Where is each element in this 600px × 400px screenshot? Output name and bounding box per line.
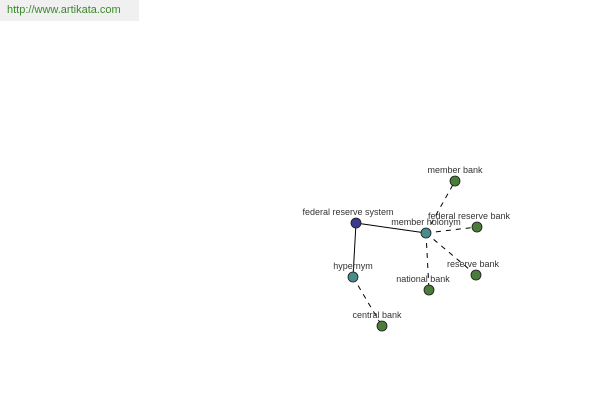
node-label-central-bank[interactable]: central bank — [352, 310, 402, 320]
node-national-bank[interactable] — [423, 284, 435, 296]
node-hypernym[interactable] — [347, 271, 359, 283]
node-label-federal-reserve-bank[interactable]: federal reserve bank — [428, 211, 511, 221]
node-member-holonym[interactable] — [420, 227, 432, 239]
node-label-national-bank[interactable]: national bank — [396, 274, 450, 284]
node-label-member-bank[interactable]: member bank — [427, 165, 483, 175]
node-reserve-bank[interactable] — [470, 269, 482, 281]
edge-federal-reserve-system-to-hypernym — [352, 222, 357, 278]
edge-layer — [352, 180, 478, 327]
node-label-member-holonym[interactable]: member holonym — [391, 217, 461, 227]
node-member-bank[interactable] — [449, 175, 461, 187]
edge-federal-reserve-system-to-member-holonym — [355, 222, 427, 234]
node-label-federal-reserve-system[interactable]: federal reserve system — [302, 207, 393, 217]
node-label-reserve-bank[interactable]: reserve bank — [447, 259, 500, 269]
node-label-hypernym[interactable]: hypernym — [333, 261, 373, 271]
edge-member-holonym-to-federal-reserve-bank — [425, 226, 478, 234]
node-federal-reserve-bank[interactable] — [471, 221, 483, 233]
edge-member-holonym-to-reserve-bank — [425, 232, 477, 276]
node-central-bank[interactable] — [376, 320, 388, 332]
node-federal-reserve-system[interactable] — [350, 217, 362, 229]
node-layer — [347, 175, 483, 332]
source-url[interactable]: http://www.artikata.com — [0, 0, 139, 21]
